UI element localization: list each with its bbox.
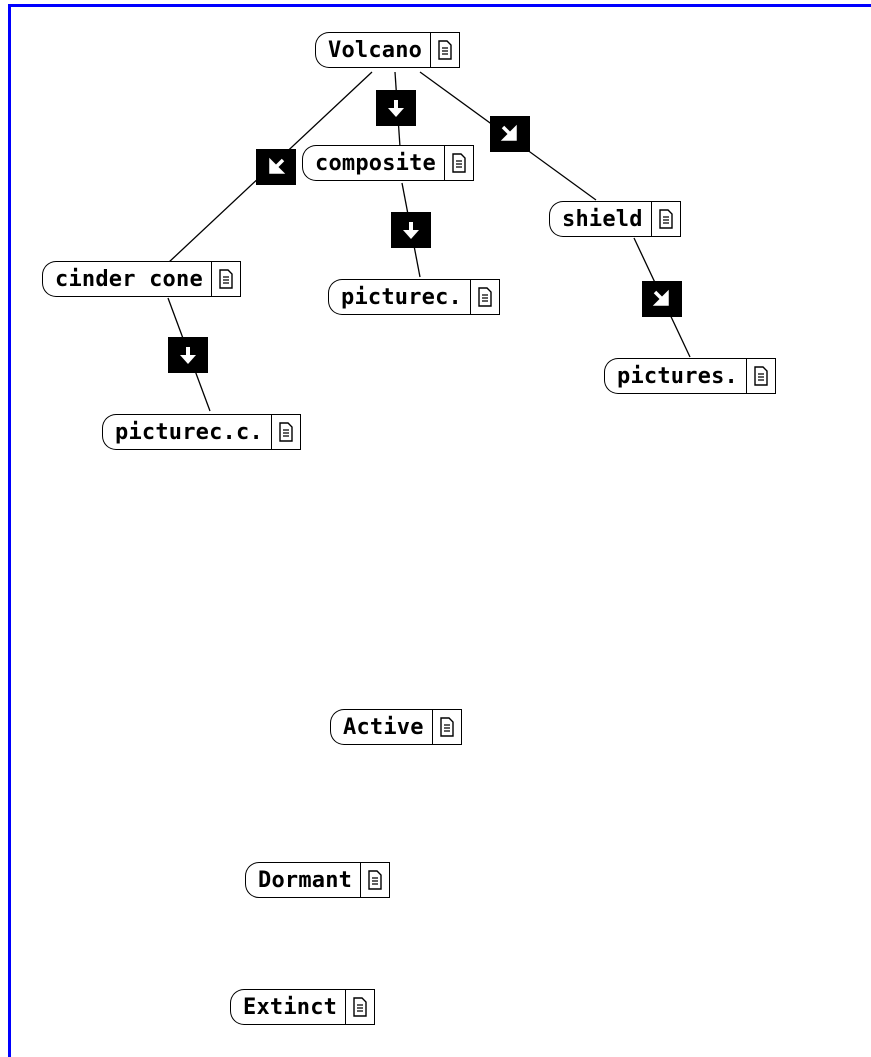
expand-arrow-cinder-cone[interactable] bbox=[256, 149, 296, 185]
node-volcano[interactable]: Volcano bbox=[315, 32, 461, 68]
node-picturecc[interactable]: picturec.c. bbox=[102, 414, 301, 450]
document-icon[interactable] bbox=[650, 201, 681, 237]
node-label: Volcano bbox=[315, 32, 431, 68]
arrow-down-icon bbox=[180, 347, 196, 364]
node-extinct[interactable]: Extinct bbox=[230, 989, 376, 1025]
document-icon[interactable] bbox=[210, 261, 241, 297]
expand-arrow-shield[interactable] bbox=[490, 116, 530, 152]
node-composite[interactable]: composite bbox=[302, 145, 475, 181]
node-label: cinder cone bbox=[42, 261, 211, 297]
node-label: Extinct bbox=[230, 989, 346, 1025]
document-icon[interactable] bbox=[360, 862, 391, 898]
node-label: picturec. bbox=[328, 279, 471, 315]
node-cinder-cone[interactable]: cinder cone bbox=[42, 261, 241, 297]
document-icon[interactable] bbox=[444, 145, 475, 181]
document-icon[interactable] bbox=[345, 989, 376, 1025]
node-label: picturec.c. bbox=[102, 414, 271, 450]
arrow-down-left-icon bbox=[269, 157, 286, 174]
arrow-down-icon bbox=[403, 222, 419, 239]
window-border-left bbox=[8, 4, 11, 1057]
window-border-top bbox=[8, 4, 871, 7]
arrow-down-right-icon bbox=[500, 124, 517, 141]
document-icon[interactable] bbox=[430, 32, 461, 68]
node-picturec[interactable]: picturec. bbox=[328, 279, 501, 315]
node-label: Dormant bbox=[245, 862, 361, 898]
document-icon[interactable] bbox=[746, 358, 777, 394]
node-shield[interactable]: shield bbox=[549, 201, 681, 237]
node-pictures[interactable]: pictures. bbox=[604, 358, 777, 394]
node-label: composite bbox=[302, 145, 445, 181]
node-label: shield bbox=[549, 201, 651, 237]
node-label: Active bbox=[330, 709, 432, 745]
document-icon[interactable] bbox=[270, 414, 301, 450]
expand-arrow-picturecc[interactable] bbox=[168, 337, 208, 373]
expand-arrow-composite[interactable] bbox=[376, 90, 416, 126]
expand-arrow-pictures[interactable] bbox=[642, 281, 682, 317]
node-active[interactable]: Active bbox=[330, 709, 462, 745]
arrow-down-right-icon bbox=[652, 289, 669, 306]
node-dormant[interactable]: Dormant bbox=[245, 862, 391, 898]
expand-arrow-picturec[interactable] bbox=[391, 212, 431, 248]
document-icon[interactable] bbox=[470, 279, 501, 315]
arrow-down-icon bbox=[388, 100, 404, 117]
node-label: pictures. bbox=[604, 358, 747, 394]
document-icon[interactable] bbox=[431, 709, 462, 745]
